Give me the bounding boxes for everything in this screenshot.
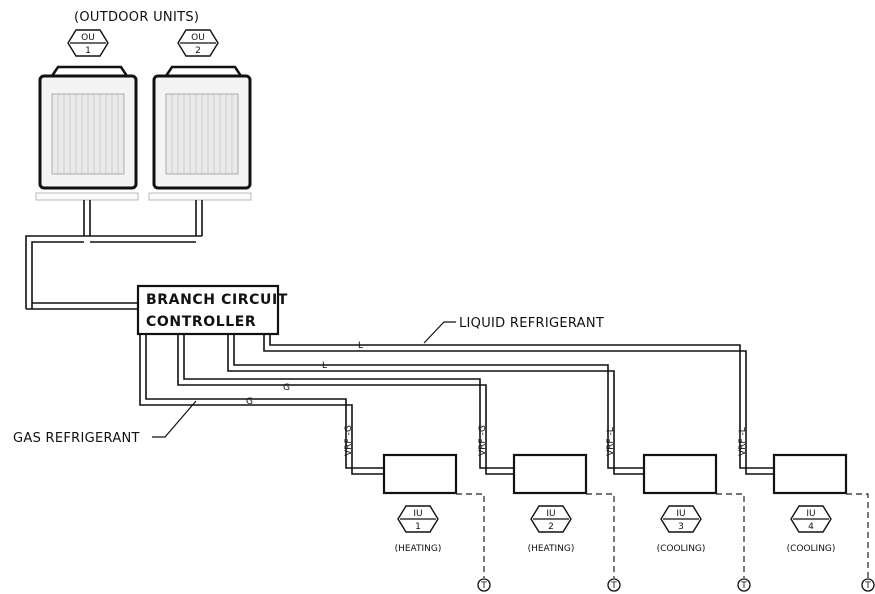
svg-text:3: 3 [678, 522, 684, 532]
iu1-mode: (HEATING) [395, 544, 442, 554]
svg-text:IU: IU [806, 509, 815, 519]
svg-text:2: 2 [548, 522, 554, 532]
outdoor-unit-2-tag: OU 2 [177, 29, 219, 57]
svg-text:IU: IU [413, 509, 422, 519]
iu2-mode: (HEATING) [528, 544, 575, 554]
branch-label-iu3: VRF -L [606, 427, 616, 456]
liquid-refrigerant-callout: LIQUID REFRIGERANT [423, 316, 604, 344]
iu4-mode: (COOLING) [787, 544, 836, 554]
svg-text:T: T [480, 581, 487, 591]
svg-text:4: 4 [808, 522, 814, 532]
svg-text:OU: OU [191, 33, 205, 43]
thermostat-icon: T [477, 578, 491, 592]
branch-circuit-controller: BRANCH CIRCUIT CONTROLLER [136, 284, 288, 336]
indoor-unit-4: IU 4 (COOLING) T [772, 453, 875, 592]
branch-label-iu2: VRF -G [478, 425, 488, 456]
svg-text:GAS REFRIGERANT: GAS REFRIGERANT [13, 431, 140, 446]
liquid-refrigerant-lines: L L [227, 334, 774, 475]
svg-text:IU: IU [546, 509, 555, 519]
svg-text:1: 1 [415, 522, 421, 532]
svg-text:2: 2 [195, 46, 201, 56]
svg-text:L: L [358, 341, 363, 351]
svg-text:LIQUID REFRIGERANT: LIQUID REFRIGERANT [459, 316, 604, 331]
indoor-unit-3: IU 3 (COOLING) T [642, 453, 751, 592]
svg-text:CONTROLLER: CONTROLLER [146, 314, 256, 330]
indoor-unit-2: IU 2 (HEATING) T [512, 453, 621, 592]
thermostat-icon: T [737, 578, 751, 592]
thermostat-icon: T [607, 578, 621, 592]
branch-label-iu4: VRF -L [738, 427, 748, 456]
svg-text:G: G [283, 383, 290, 393]
outdoor-unit-1-tag: OU 1 [67, 29, 109, 57]
indoor-unit-1: IU 1 (HEATING) T [382, 453, 491, 592]
svg-text:OU: OU [81, 33, 95, 43]
outdoor-piping [25, 200, 203, 310]
svg-text:T: T [610, 581, 617, 591]
thermostat-icon: T [861, 578, 875, 592]
outdoor-units-title: (OUTDOOR UNITS) [74, 10, 199, 25]
branch-label-iu1: VRF -G [344, 425, 354, 456]
svg-text:1: 1 [85, 46, 91, 56]
iu3-mode: (COOLING) [657, 544, 706, 554]
svg-text:BRANCH CIRCUIT: BRANCH CIRCUIT [146, 292, 288, 308]
svg-text:T: T [864, 581, 871, 591]
gas-refrigerant-lines: G G [139, 334, 514, 475]
svg-text:IU: IU [676, 509, 685, 519]
svg-text:G: G [246, 397, 253, 407]
outdoor-unit-2 [148, 65, 252, 201]
svg-text:T: T [740, 581, 747, 591]
outdoor-unit-1 [35, 65, 139, 201]
svg-text:L: L [322, 361, 327, 371]
gas-refrigerant-callout: GAS REFRIGERANT [13, 400, 197, 446]
